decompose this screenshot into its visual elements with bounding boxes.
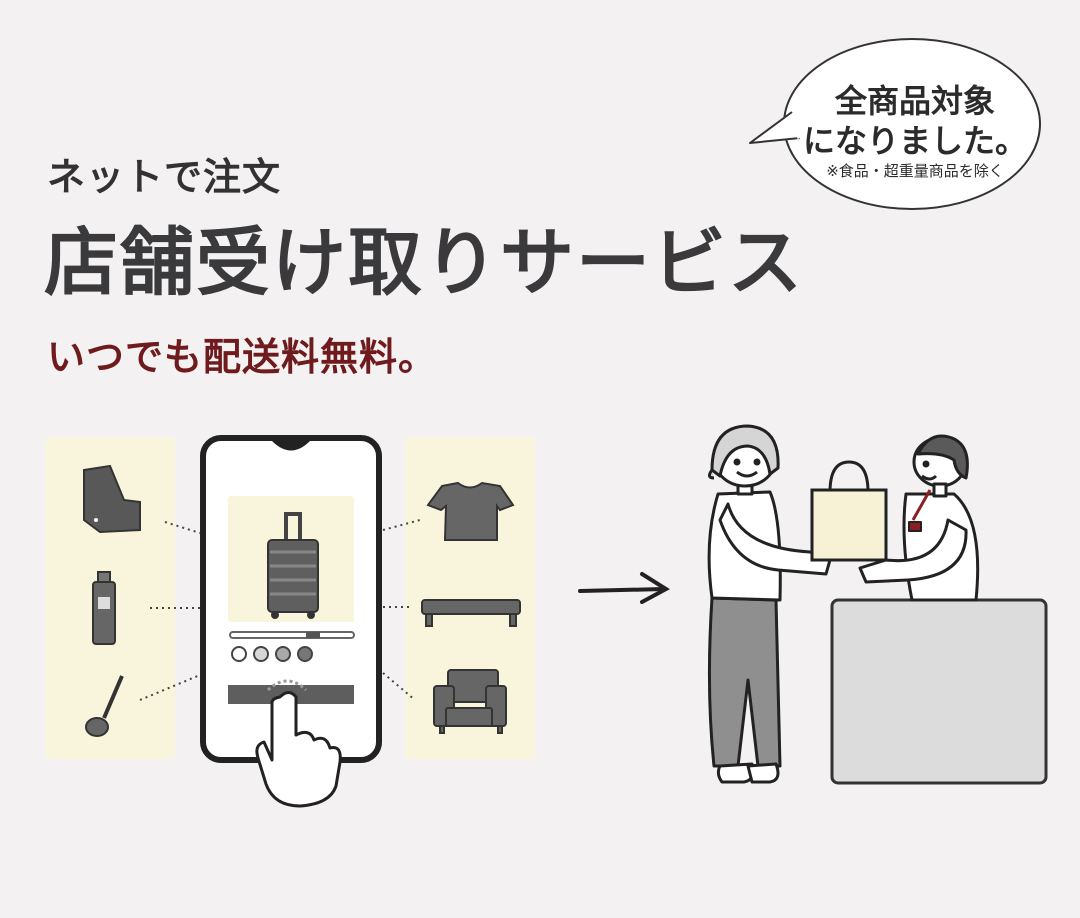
arrow-right-icon: [578, 572, 670, 604]
bench-icon: [421, 599, 521, 627]
pointing-hand-icon: [255, 691, 342, 808]
shopping-bag-icon: [810, 460, 888, 562]
phone-slider-fill: [306, 632, 320, 638]
eyebrow-text: ネットで注文: [47, 155, 282, 199]
bubble-note: ※食品・超重量商品を除く: [826, 162, 1004, 180]
bottle-icon: [92, 571, 116, 645]
right-item-panel: [405, 437, 535, 759]
armchair-icon: [433, 669, 507, 734]
counter: [830, 598, 1048, 785]
phone-slider-track: [229, 631, 355, 639]
color-swatches: [231, 646, 313, 662]
customer: [707, 424, 832, 784]
tagline: いつでも配送料無料。: [47, 335, 438, 379]
ladle-icon: [85, 675, 124, 737]
clerk: [858, 434, 980, 602]
bubble-line-1: 全商品対象: [834, 82, 995, 120]
bubble-line-2: になりました。: [802, 122, 1027, 160]
connector-lines: [139, 519, 421, 701]
page-title: 店舗受け取りサービス: [44, 220, 804, 306]
file-box-icon: [83, 464, 141, 534]
tshirt-icon: [426, 481, 515, 541]
suitcase-icon: [267, 512, 319, 619]
speech-bubble: [749, 38, 1041, 210]
